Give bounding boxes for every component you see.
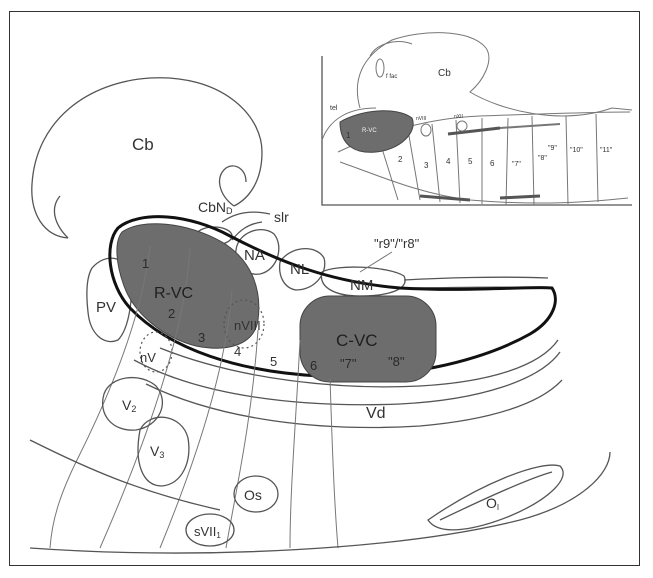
inset-fac-mark (376, 59, 384, 77)
label-pv: PV (96, 299, 116, 316)
r9r8-line (404, 277, 548, 280)
inset-seg-7: "7" (512, 161, 521, 168)
segment-1: 1 (142, 256, 149, 271)
label-v3: V3 (150, 443, 164, 460)
label-cbn: CbND (198, 199, 233, 216)
inset-cerebellum-fold (370, 42, 412, 56)
lower-curve-2 (30, 452, 610, 553)
inset-seg-8: "8" (538, 155, 547, 162)
vd-lower (146, 380, 562, 427)
segment-4: 4 (234, 344, 241, 359)
inset-strip-3 (420, 196, 470, 200)
segment-5: 5 (270, 354, 277, 369)
label-nviii: nVIII (234, 318, 261, 333)
segment-2: 2 (168, 306, 175, 321)
inset-nviii-mark (421, 124, 431, 136)
cerebellum-lip (54, 196, 68, 238)
inset-strip-4 (500, 196, 540, 198)
label-nl: NL (290, 261, 309, 278)
segment-3: 3 (198, 330, 205, 345)
label-oi: OI (486, 495, 499, 512)
inset-label-rvc: R-VC (362, 128, 377, 134)
label-na: NA (244, 247, 265, 264)
label-nv: nV (140, 350, 156, 365)
inset-strip-1 (448, 128, 500, 134)
slr-tract-2 (232, 222, 262, 240)
inset-diagram: Cb f fac tel R-VC nVIII nXII 1 2 3 4 5 6… (322, 33, 632, 205)
inset-seg-6: 6 (490, 159, 495, 168)
inset-nxii-mark (457, 121, 467, 131)
label-r9r8: "r9"/"r8" (374, 236, 420, 251)
label-cb: Cb (132, 135, 154, 154)
lower-curve-1 (30, 440, 220, 510)
inset-seg-2: 2 (398, 155, 403, 164)
inset-strip-2 (500, 124, 560, 128)
inset-brainstem-bottom (340, 162, 628, 203)
inset-seg-1: 1 (346, 131, 351, 140)
inset-cerebellum-outline (357, 33, 632, 116)
label-nm: NM (350, 277, 373, 294)
inset-label-fac: f fac (386, 74, 397, 80)
main-diagram: Cb CbND slr NA NL NM "r9"/"r8" PV R-VC C… (30, 78, 610, 553)
inset-seg-11: "11" (600, 147, 613, 154)
r9r8-pointer (360, 252, 392, 272)
inset-seg-5: 5 (468, 157, 473, 166)
label-cvc: C-VC (336, 331, 378, 350)
label-vd: Vd (366, 405, 386, 422)
inset-label-cb: Cb (438, 68, 451, 79)
inset-label-nviii: nVIII (416, 116, 426, 122)
label-v2: V2 (122, 397, 136, 414)
inset-label-tel: tel (330, 105, 338, 112)
inset-label-nxii: nXII (454, 114, 463, 120)
segment-8: "8" (388, 354, 405, 369)
label-rvc: R-VC (154, 285, 193, 302)
label-slr: slr (274, 209, 289, 225)
inset-seg-4: 4 (446, 157, 451, 166)
label-os: Os (244, 487, 262, 503)
inset-seg-3: 3 (424, 161, 429, 170)
label-svii: sVII1 (194, 524, 221, 540)
segment-6: 6 (310, 358, 317, 373)
segment-7: "7" (340, 356, 357, 371)
inset-seg-9: "9" (548, 145, 557, 152)
inset-seg-10: "10" (570, 147, 583, 154)
